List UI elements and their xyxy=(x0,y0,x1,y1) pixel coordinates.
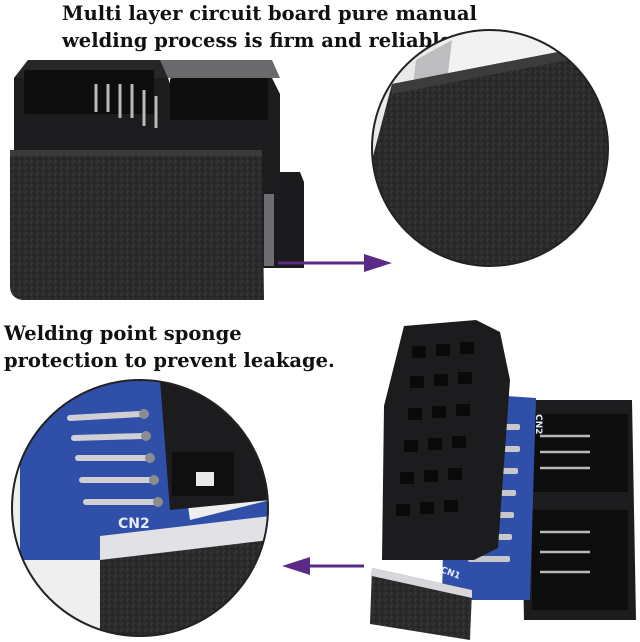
arrow-left xyxy=(282,557,364,575)
pcb-label-zoom-cn2: CN2 xyxy=(118,516,150,532)
zoom-circle-bottom: CN2 xyxy=(11,379,269,637)
arrow-right xyxy=(278,254,392,272)
zoom-circle-top xyxy=(371,29,609,267)
adapter-angled-view: CN2 CN1 xyxy=(370,320,636,640)
connector-top-view xyxy=(10,60,304,300)
caption-middle: Welding point sponge protection to preve… xyxy=(4,320,335,374)
caption-middle-line2: protection to prevent leakage. xyxy=(4,349,335,372)
caption-top: Multi layer circuit board pure manual we… xyxy=(62,0,477,54)
caption-middle-line1: Welding point sponge xyxy=(4,322,242,345)
caption-top-line2: welding process is firm and reliable xyxy=(62,29,453,52)
pcb-label-cn2: CN2 xyxy=(533,414,543,434)
caption-top-line1: Multi layer circuit board pure manual xyxy=(62,2,477,25)
